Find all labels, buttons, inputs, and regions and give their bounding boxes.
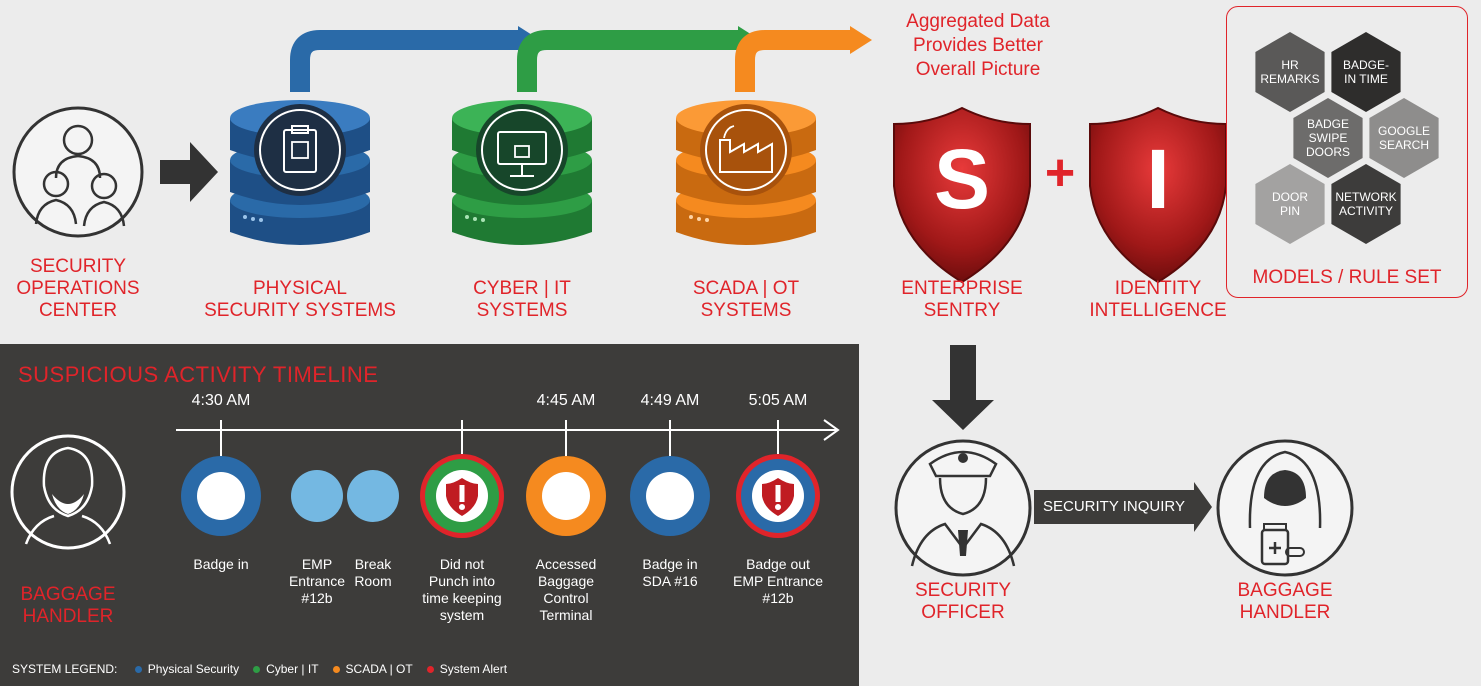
timeline-axis-arrowhead [823, 419, 840, 441]
security-officer-icon [894, 439, 1032, 577]
event-marker-center [347, 470, 399, 522]
physical-database-icon [230, 100, 370, 245]
legend-item: SCADA | OT [345, 662, 413, 676]
scada-systems-label: SCADA | OT SYSTEMS [692, 278, 800, 321]
model-hex-label: GOOGLE SEARCH [1377, 124, 1430, 152]
flow-arrow-orange [735, 26, 872, 92]
event-description: Did not Punch into time keeping system [422, 556, 502, 623]
aggregated-data-caption: Aggregated Data Provides Better Overall … [906, 11, 1050, 80]
legend-item: Cyber | IT [266, 662, 319, 676]
models-rule-set-box: MODELS / RULE SET [1226, 6, 1468, 298]
event-marker-center [646, 472, 694, 520]
timeline-graphics [10, 419, 840, 550]
baggage-handler-icon [1216, 439, 1354, 577]
suspicious-activity-timeline: SUSPICIOUS ACTIVITY TIMELINE 4:30 AM Badg… [0, 344, 859, 686]
legend-item: System Alert [439, 662, 508, 676]
enterprise-sentry-label: ENTERPRISE SENTRY [901, 278, 1023, 321]
timeline-subject-label: BAGGAGE HANDLER [20, 584, 116, 627]
scada-database-icon [676, 100, 816, 245]
timeline-title: SUSPICIOUS ACTIVITY TIMELINE [18, 362, 379, 387]
event-description: Accessed Baggage Control Terminal [535, 556, 597, 623]
event-time: 4:30 AM [191, 392, 251, 409]
event-description: Break Room [354, 556, 392, 589]
event-marker-center [291, 470, 343, 522]
event-time: 5:05 AM [748, 392, 808, 409]
model-hex [1255, 32, 1325, 112]
model-hex [1293, 98, 1363, 178]
alert-icon-dot [459, 504, 465, 510]
model-hex [1255, 164, 1325, 244]
legend-dot [426, 666, 434, 674]
model-hex-label: DOOR PIN [1272, 190, 1308, 218]
event-time: 4:49 AM [640, 392, 700, 409]
cyber-database-icon [452, 100, 592, 245]
model-hex [1369, 98, 1439, 178]
inquiry-arrow [1034, 482, 1212, 532]
legend-item: Physical Security [147, 662, 240, 676]
down-arrow [932, 345, 994, 430]
model-hex-label: BADGE- IN TIME [1342, 58, 1389, 86]
event-description: Badge in [193, 556, 249, 572]
event-description: Badge out EMP Entrance #12b [732, 556, 823, 606]
model-hex [1331, 164, 1401, 244]
event-description: Badge in SDA #16 [642, 556, 698, 589]
event-marker-center [197, 472, 245, 520]
event-marker-center [542, 472, 590, 520]
flow-arrow-green [517, 26, 760, 92]
legend-label: SYSTEM LEGEND: [12, 662, 118, 676]
identity-intelligence-label: IDENTITY INTELLIGENCE [1089, 278, 1227, 321]
legend-dot [332, 666, 340, 674]
soc-arrow [160, 142, 218, 202]
security-officer-label: SECURITY OFFICER [914, 580, 1012, 623]
identity-intelligence-shield [1089, 106, 1227, 284]
model-hex-label: BADGE SWIPE DOORS [1305, 117, 1350, 159]
flow-arrow-blue [290, 26, 540, 92]
model-hex-label: HR REMARKS [1260, 58, 1320, 86]
baggage-handler-label: BAGGAGE HANDLER [1237, 580, 1333, 623]
legend-dot [134, 666, 142, 674]
alert-icon-bar [459, 485, 465, 502]
physical-systems-label: PHYSICAL SECURITY SYSTEMS [204, 278, 396, 321]
alert-icon-bar [775, 485, 781, 502]
security-inquiry-label: SECURITY INQUIRY [1043, 498, 1185, 515]
operations-center-icon [12, 106, 144, 238]
models-hex-grid [1255, 32, 1439, 244]
model-hex-label: NETWORK ACTIVITY [1335, 190, 1397, 218]
system-legend: SYSTEM LEGEND: Physical Security Cyber | … [12, 662, 519, 676]
timeline-subject-icon [10, 434, 126, 550]
alert-icon-dot [775, 504, 781, 510]
event-time: 4:45 AM [536, 392, 596, 409]
legend-dot [253, 666, 261, 674]
enterprise-sentry-shield [893, 106, 1031, 284]
event-description: EMP Entrance #12b [288, 556, 346, 606]
shield-i-letter: I [1146, 132, 1169, 226]
cyber-systems-label: CYBER | IT SYSTEMS [473, 278, 571, 321]
shield-s-letter: S [934, 132, 990, 226]
plus-sign: + [1045, 144, 1075, 202]
model-hex [1331, 32, 1401, 112]
models-title: MODELS / RULE SET [1252, 267, 1442, 288]
soc-label: SECURITY OPERATIONS CENTER [16, 256, 140, 321]
